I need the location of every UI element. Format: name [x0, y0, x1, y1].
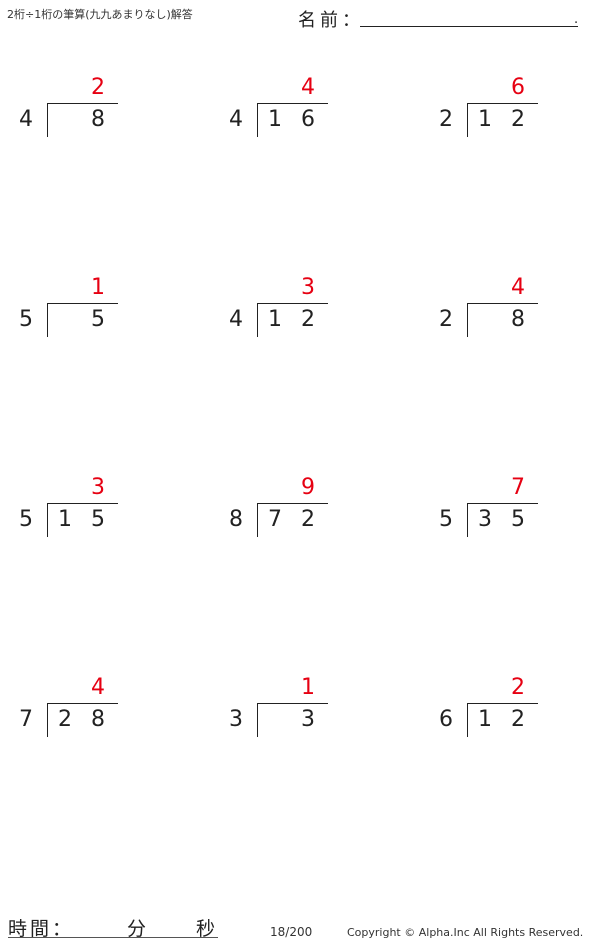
long-division-bracket — [467, 703, 538, 737]
dividend-tens-digit: 1 — [268, 307, 282, 332]
dividend-tens-digit: 1 — [268, 107, 282, 132]
dividend-ones-digit: 8 — [511, 307, 525, 332]
long-division-bracket — [47, 703, 118, 737]
minutes-label: 分 — [127, 918, 147, 940]
division-problem-10: 4 7 2 8 — [18, 675, 148, 745]
page-number: 18/200 — [270, 925, 313, 939]
dividend-tens-digit: 3 — [478, 507, 492, 532]
division-problem-2: 4 4 1 6 — [228, 75, 358, 145]
dividend-ones-digit: 5 — [511, 507, 525, 532]
dividend-ones-digit: 3 — [301, 707, 315, 732]
divisor: 7 — [19, 707, 33, 732]
quotient-ones-digit: 6 — [511, 75, 525, 100]
division-problem-3: 6 2 1 2 — [438, 75, 568, 145]
dividend-tens-digit: 2 — [58, 707, 72, 732]
dividend-tens-digit: 1 — [478, 707, 492, 732]
division-problem-12: 2 6 1 2 — [438, 675, 568, 745]
division-problem-6: 4 2 8 — [438, 275, 568, 345]
long-division-bracket — [257, 703, 328, 737]
dividend-tens-digit: 1 — [478, 107, 492, 132]
time-underline — [8, 937, 218, 938]
division-problem-1: 2 4 8 — [18, 75, 148, 145]
divisor: 5 — [19, 307, 33, 332]
dividend-ones-digit: 2 — [301, 507, 315, 532]
divisor: 2 — [439, 107, 453, 132]
quotient-ones-digit: 2 — [511, 675, 525, 700]
copyright-notice: Copyright © Alpha.Inc All Rights Reserve… — [347, 926, 584, 939]
long-division-bracket — [47, 103, 118, 137]
division-problem-4: 1 5 5 — [18, 275, 148, 345]
dividend-ones-digit: 2 — [301, 307, 315, 332]
long-division-bracket — [47, 303, 118, 337]
division-problem-7: 3 5 1 5 — [18, 475, 148, 545]
quotient-ones-digit: 4 — [511, 275, 525, 300]
quotient-ones-digit: 4 — [91, 675, 105, 700]
long-division-bracket — [467, 503, 538, 537]
divisor: 2 — [439, 307, 453, 332]
quotient-ones-digit: 2 — [91, 75, 105, 100]
dividend-ones-digit: 2 — [511, 107, 525, 132]
name-input-line — [360, 26, 578, 27]
dividend-ones-digit: 8 — [91, 707, 105, 732]
dividend-ones-digit: 5 — [91, 507, 105, 532]
divisor: 3 — [229, 707, 243, 732]
quotient-ones-digit: 1 — [301, 675, 315, 700]
dividend-ones-digit: 8 — [91, 107, 105, 132]
divisor: 6 — [439, 707, 453, 732]
divisor: 5 — [19, 507, 33, 532]
time-label: 時間： — [8, 918, 75, 940]
quotient-ones-digit: 3 — [301, 275, 315, 300]
long-division-bracket — [467, 303, 538, 337]
divisor: 8 — [229, 507, 243, 532]
name-end-mark: . — [574, 12, 579, 27]
long-division-bracket — [467, 103, 538, 137]
quotient-ones-digit: 4 — [301, 75, 315, 100]
quotient-ones-digit: 7 — [511, 475, 525, 500]
division-problem-8: 9 8 7 2 — [228, 475, 358, 545]
division-problem-5: 3 4 1 2 — [228, 275, 358, 345]
divisor: 4 — [229, 107, 243, 132]
long-division-bracket — [257, 303, 328, 337]
long-division-bracket — [257, 503, 328, 537]
dividend-ones-digit: 5 — [91, 307, 105, 332]
long-division-bracket — [47, 503, 118, 537]
divisor: 4 — [229, 307, 243, 332]
seconds-label: 秒 — [196, 918, 216, 940]
long-division-bracket — [257, 103, 328, 137]
quotient-ones-digit: 1 — [91, 275, 105, 300]
name-label: 名前： — [298, 10, 364, 31]
dividend-tens-digit: 7 — [268, 507, 282, 532]
divisor: 4 — [19, 107, 33, 132]
dividend-ones-digit: 6 — [301, 107, 315, 132]
division-problem-9: 7 5 3 5 — [438, 475, 568, 545]
divisor: 5 — [439, 507, 453, 532]
dividend-tens-digit: 1 — [58, 507, 72, 532]
worksheet-title: 2桁÷1桁の筆算(九九あまりなし)解答 — [7, 8, 193, 21]
quotient-ones-digit: 9 — [301, 475, 315, 500]
division-problem-11: 1 3 3 — [228, 675, 358, 745]
dividend-ones-digit: 2 — [511, 707, 525, 732]
quotient-ones-digit: 3 — [91, 475, 105, 500]
